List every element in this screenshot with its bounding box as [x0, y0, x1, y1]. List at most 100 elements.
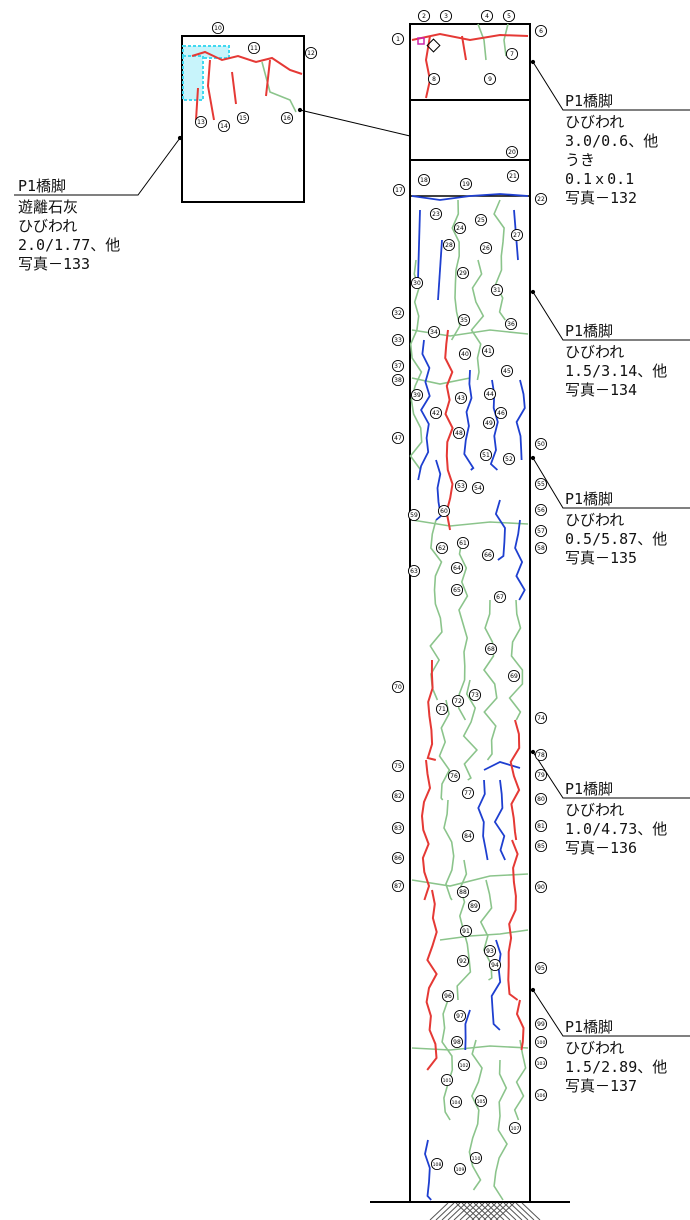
marker-circle: [483, 72, 497, 86]
hatch-line: [495, 1202, 515, 1220]
marker-circle: [534, 711, 548, 725]
crack-number-label: 15: [239, 115, 247, 122]
hatch-line: [477, 1202, 497, 1220]
hatch-line: [459, 1202, 479, 1220]
crack-number-label: 31: [493, 287, 501, 294]
crack-number-label: 36: [507, 321, 515, 328]
crack-line: [507, 839, 519, 1001]
label-title: P1橋脚: [565, 322, 614, 340]
label-title: P1橋脚: [565, 92, 614, 110]
crack-number-marker: 91: [459, 924, 473, 938]
crack-line: [420, 759, 432, 901]
marker-circle: [456, 885, 470, 899]
marker-circle: [458, 347, 472, 361]
marker-circle: [534, 792, 548, 806]
label-line: 写真－137: [565, 1077, 638, 1095]
label-line: 1.5/2.89、他: [565, 1058, 668, 1076]
crack-number-label: 95: [537, 965, 545, 972]
crack-number-marker: 39: [410, 388, 424, 402]
marker-circle: [453, 1162, 467, 1176]
crack-number-marker: 17: [392, 183, 406, 197]
crack-number-label: 83: [394, 825, 402, 832]
crack-line: [424, 1139, 432, 1201]
crack-number-marker: 110: [469, 1151, 483, 1165]
hatch-line: [485, 1202, 505, 1220]
marker-circle: [450, 561, 464, 575]
marker-circle: [454, 479, 468, 493]
crack-number-label: 17: [395, 187, 403, 194]
crack-number-label: 6: [539, 28, 543, 35]
leader-line: [532, 989, 690, 1037]
crack-number-label: 41: [484, 348, 492, 355]
marker-circle: [407, 508, 421, 522]
crack-number-label: 94: [491, 962, 499, 969]
crack-number-marker: 57: [534, 524, 548, 538]
foundation-hatch: [429, 1202, 541, 1220]
hatch-line: [435, 1202, 455, 1220]
hatch-line: [467, 1202, 487, 1220]
crack-number-marker: 73: [468, 688, 482, 702]
medium-cracks: [411, 193, 529, 1201]
crack-line: [191, 50, 303, 75]
marker-circle: [442, 238, 456, 252]
label-line: 写真－135: [565, 549, 638, 567]
marker-circle: [534, 437, 548, 451]
crack-number-marker: 92: [456, 954, 470, 968]
marker-circle: [391, 680, 405, 694]
crack-number-label: 107: [511, 1126, 520, 1132]
label-line: ひびわれ: [18, 217, 78, 235]
crack-number-marker: 105: [474, 1094, 488, 1108]
marker-circle: [410, 388, 424, 402]
label-title: P1橋脚: [565, 1018, 614, 1036]
crack-number-label: 56: [537, 507, 545, 514]
crack-number-label: 35: [460, 317, 468, 324]
crack-number-marker: 29: [456, 266, 470, 280]
crack-line: [450, 199, 461, 341]
delamination-mark: [417, 37, 425, 45]
crack-number-label: 81: [537, 823, 545, 830]
crack-number-label: 8: [432, 76, 436, 83]
fine-cracks: [261, 23, 529, 1201]
crack-number-marker: 58: [534, 541, 548, 555]
crack-number-marker: 53: [454, 479, 468, 493]
marker-circle: [437, 504, 451, 518]
crack-line: [411, 873, 529, 887]
marker-circle: [481, 344, 495, 358]
detail-frame: [181, 35, 305, 203]
crack-number-label: 97: [456, 1013, 464, 1020]
crack-line: [411, 519, 529, 527]
crack-number-label: 98: [453, 1039, 461, 1046]
crack-line: [417, 209, 421, 281]
hatch-line: [441, 1202, 461, 1220]
crack-number-label: 59: [410, 512, 418, 519]
marker-circle: [247, 41, 261, 55]
crack-number-label: 71: [438, 706, 446, 713]
marker-circle: [459, 177, 473, 191]
crack-number-label: 86: [394, 855, 402, 862]
crack-line: [509, 719, 521, 841]
marker-circle: [505, 47, 519, 61]
hatch-line: [447, 1202, 467, 1220]
hatch-line: [453, 1202, 473, 1220]
crack-number-label: 1: [396, 36, 400, 43]
crack-number-marker: 77: [461, 786, 475, 800]
crack-line: [457, 539, 469, 721]
crack-number-label: 48: [455, 430, 463, 437]
wide-cracks: [191, 32, 529, 1071]
crack-number-label: 101: [443, 1078, 452, 1084]
crack-number-label: 74: [537, 715, 545, 722]
crack-number-marker: 96: [441, 989, 455, 1003]
marker-circle: [391, 373, 405, 387]
crack-number-marker: 4: [480, 9, 494, 23]
leader-tip: [530, 289, 536, 295]
crack-number-label: 29: [459, 270, 467, 277]
crack-number-marker: 103: [534, 1056, 548, 1070]
crack-number-marker: 67: [493, 590, 507, 604]
crack-number-label: 26: [482, 245, 490, 252]
marker-circle: [484, 642, 498, 656]
marker-circle: [480, 9, 494, 23]
crack-number-label: 27: [513, 232, 521, 239]
crack-number-label: 79: [537, 772, 545, 779]
